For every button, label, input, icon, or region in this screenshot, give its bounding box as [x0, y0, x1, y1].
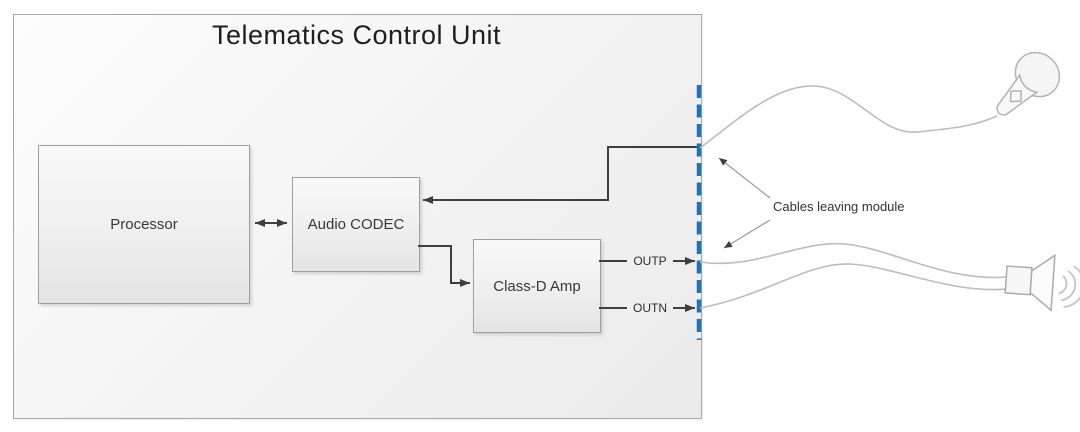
microphone-body: [996, 73, 1039, 116]
microphone-head: [1014, 51, 1061, 98]
speaker-cable-outp: [699, 242, 1008, 279]
audio-codec-label: Audio CODEC: [307, 216, 405, 233]
speaker-cone: [1029, 253, 1056, 312]
cables-leaving-module-label: Cables leaving module: [773, 199, 905, 214]
diagram-title: Telematics Control Unit: [211, 20, 502, 50]
microphone-icon: [996, 51, 1061, 116]
class-d-amp-block: Class-D Amp: [473, 239, 601, 333]
audio-codec-block: Audio CODEC: [292, 177, 420, 272]
class-d-amp-label: Class-D Amp: [493, 277, 581, 295]
outn-signal-label: OUTN: [633, 301, 667, 315]
microphone-badge: [1009, 90, 1022, 103]
speaker-icon: [1004, 253, 1080, 312]
speaker-sound-waves: [1058, 265, 1080, 308]
annotation-leader-lower: [723, 219, 771, 249]
outp-signal-label: OUTP: [633, 254, 667, 268]
speaker-cable-outn: [699, 263, 1008, 309]
annotation-leader-upper: [718, 157, 771, 199]
microphone-cable: [699, 85, 998, 149]
processor-label: Processor: [110, 216, 178, 233]
processor-block: Processor: [38, 145, 250, 304]
speaker-driver: [1004, 265, 1033, 296]
